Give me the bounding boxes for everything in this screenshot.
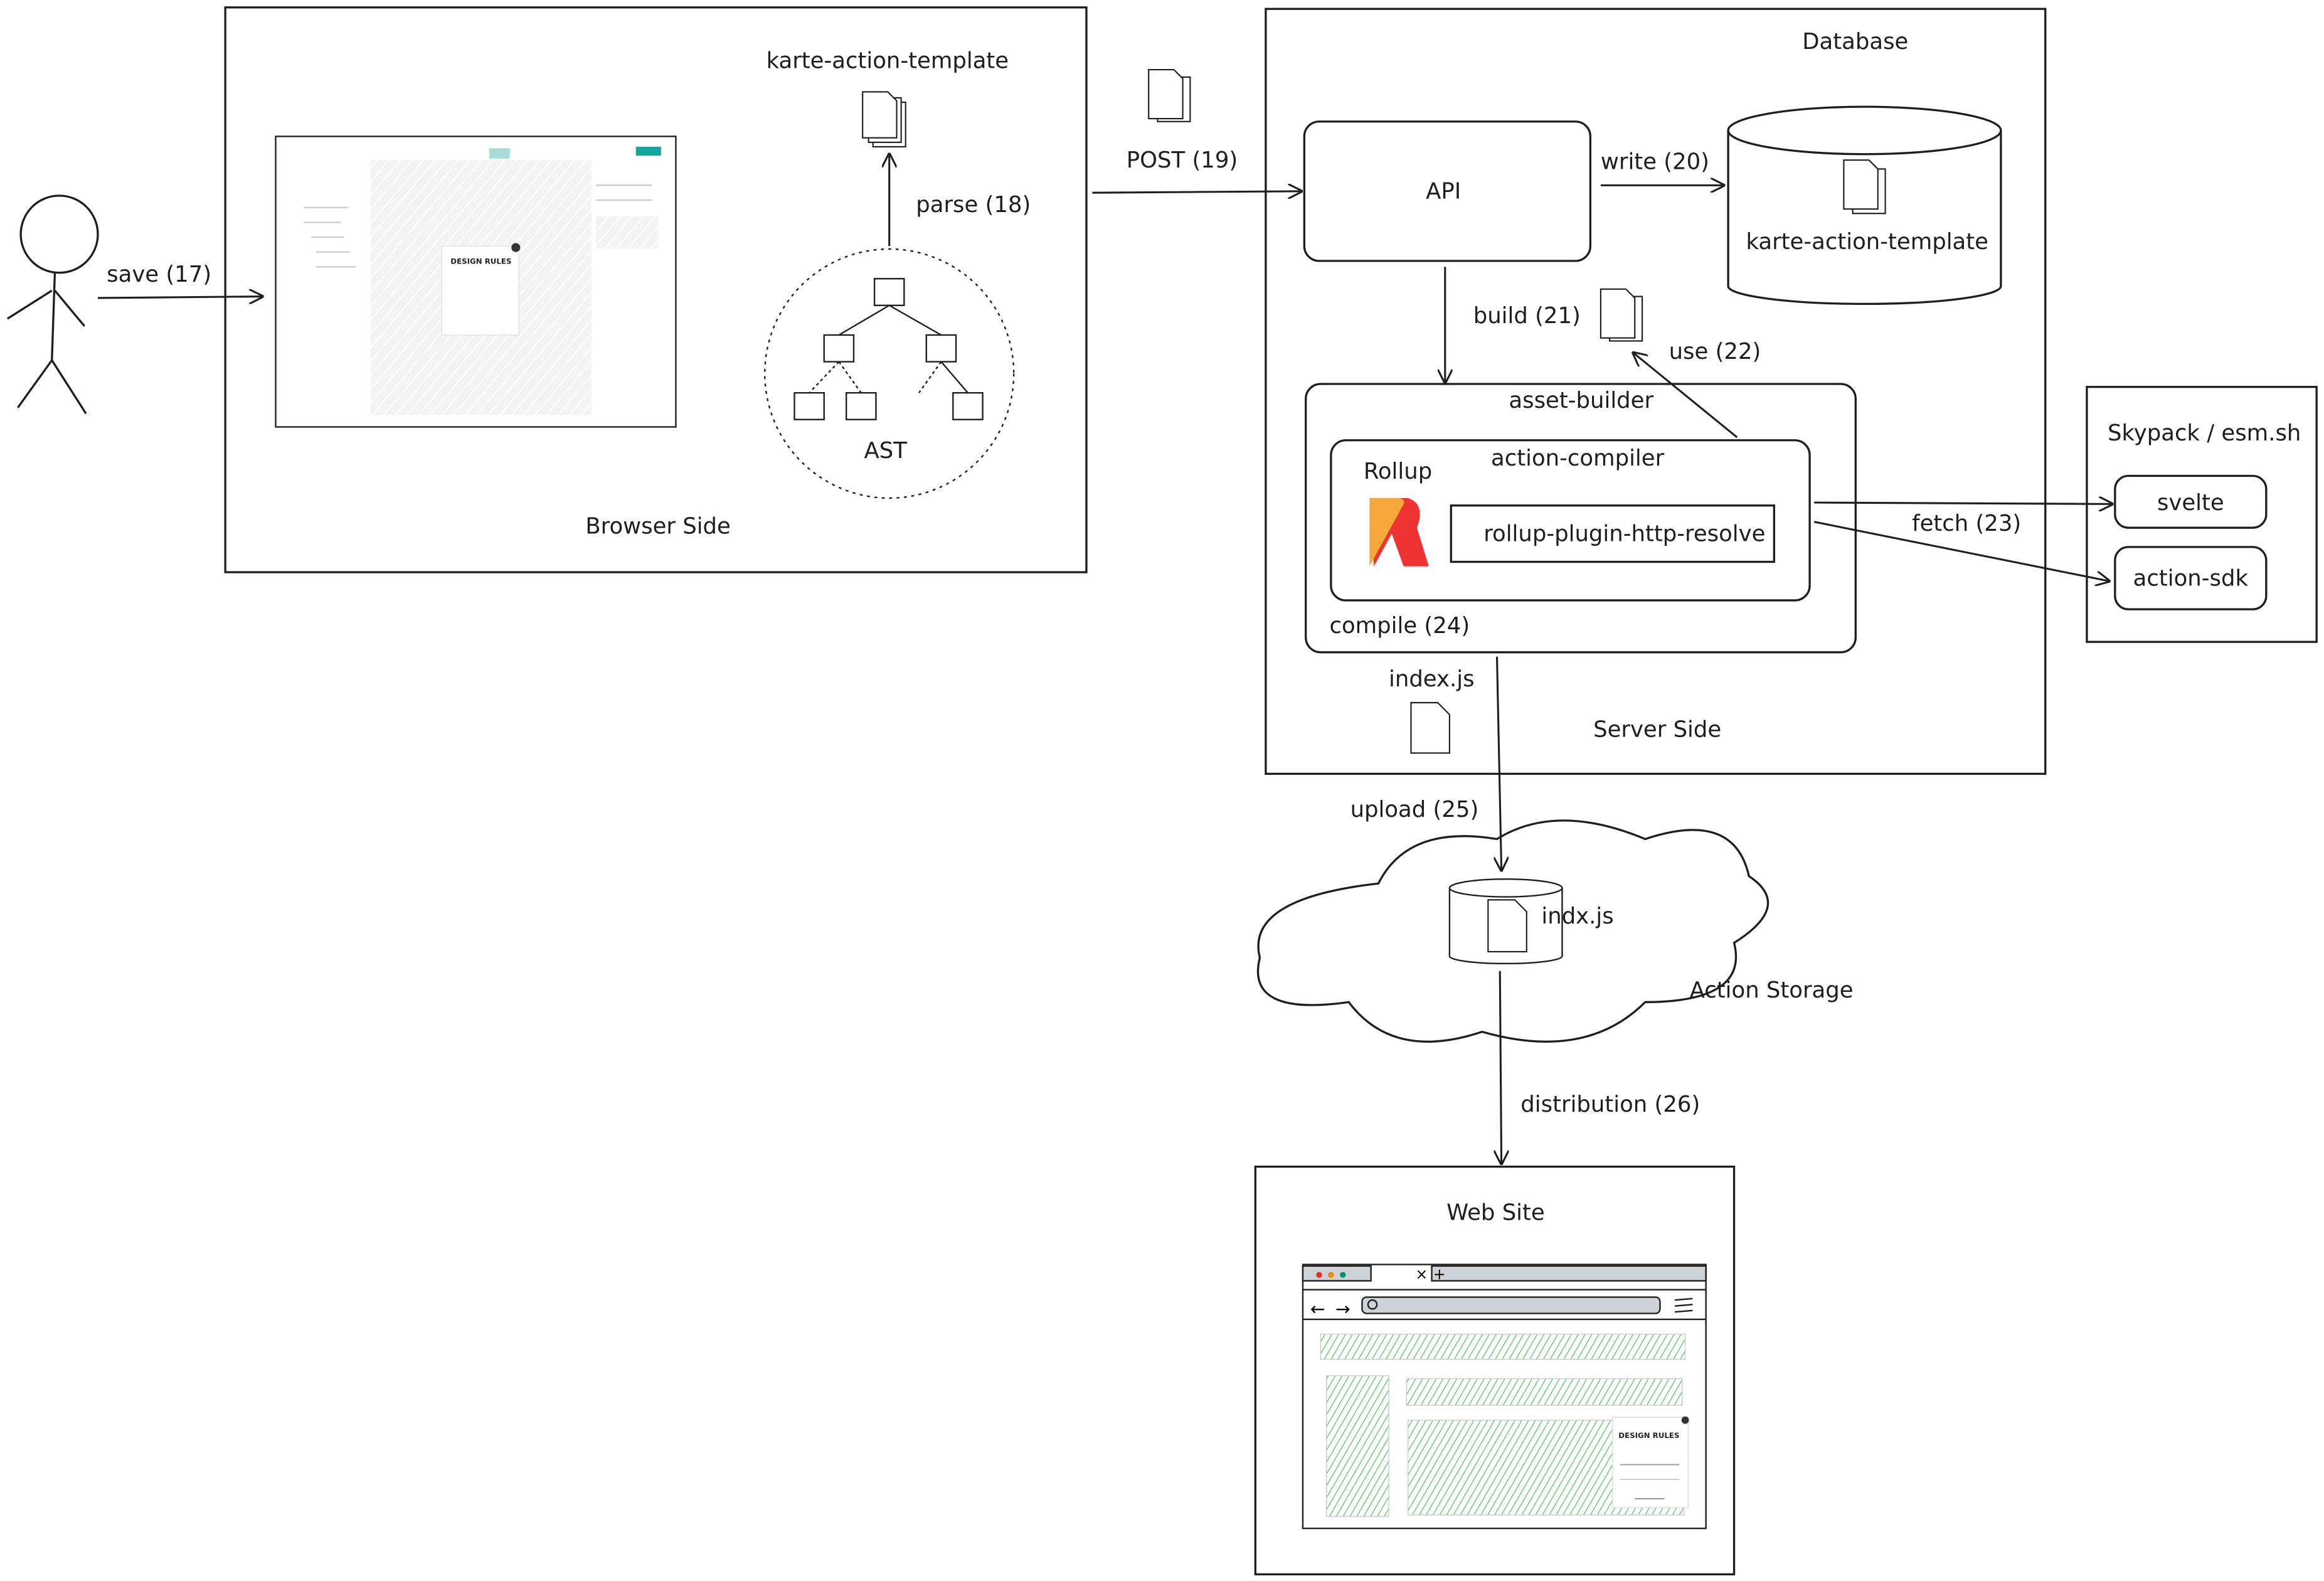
package-action-sdk [2114,546,2268,610]
package-svelte [2114,474,2268,529]
address-bar [1361,1296,1661,1314]
website-label: Web Site [1446,1200,1545,1226]
template-label: karte-action-template [767,48,1009,74]
post-arrow [1092,191,1301,193]
package-svelte-label: svelte [2157,490,2224,516]
fetch-svelte-arrow [1814,503,2112,504]
forward-arrow-icon: → [1335,1299,1350,1319]
action-compiler-box [1330,439,1811,602]
asset-builder-box [1305,383,1857,654]
upload-label: upload (25) [1350,797,1479,822]
post-label: POST (19) [1127,147,1238,173]
website-container [1254,1165,1736,1576]
build-documents-icon [1600,288,1643,342]
save-label: save (17) [107,262,211,287]
http-resolve-plugin-box [1450,504,1776,563]
package-action-sdk-label: action-sdk [2133,565,2249,591]
fetch-sdk-arrow [1813,521,2109,582]
storage-label: Action Storage [1690,977,1854,1003]
content-block-sidebar [1326,1375,1389,1517]
upload-arrow [1497,656,1502,870]
menu-icon [1674,1297,1693,1313]
index-js-label: index.js [1389,666,1475,692]
new-tab-icon: + [1433,1265,1446,1283]
search-icon [1367,1299,1378,1310]
editor-preview-headline: DESIGN RULES [450,257,511,266]
ast-label: AST [864,438,908,464]
storage-cylinder [1448,878,1563,965]
content-block-top [1406,1378,1683,1406]
parse-label: parse (18) [916,192,1031,218]
tab-close-icon: × [1416,1265,1428,1283]
browser-side-label: Browser Side [585,514,731,540]
browser-window-mockup: × + ← → DESIGN RULES [1302,1264,1707,1530]
api-box [1303,120,1592,262]
rollup-logo-icon [1369,498,1429,567]
rollup-label: Rollup [1364,459,1432,484]
cdn-label: Skypack / esm.sh [2108,420,2301,446]
back-arrow-icon: ← [1310,1299,1325,1319]
api-label: API [1426,179,1461,205]
post-documents-icon [1148,68,1191,122]
storage-file-icon [1487,899,1527,953]
editor-screenshot: DESIGN RULES [275,136,677,428]
popup-headline: DESIGN RULES [1618,1431,1679,1440]
fetch-label: fetch (23) [1912,511,2021,536]
storage-cloud [1256,819,1770,1043]
db-template-documents-icon [1843,159,1886,215]
db-item-label: karte-action-template [1746,229,1988,255]
server-side-label: Server Side [1593,716,1721,742]
plugin-label: rollup-plugin-http-resolve [1483,521,1765,546]
storage-file-label: indx.js [1541,903,1613,929]
compile-label: compile (24) [1330,613,1470,639]
write-label: write (20) [1601,149,1709,174]
database-cylinder [1727,105,2002,306]
asset-builder-label: asset-builder [1509,388,1653,413]
user-actor-icon [6,194,99,415]
content-block-header [1320,1333,1686,1360]
cdn-container [2086,386,2318,643]
browser-side-container [224,6,1088,573]
build-label: build (21) [1473,303,1581,329]
server-side-container [1265,8,2047,775]
use-label: use (22) [1669,339,1761,365]
ast-tree-icon [764,248,1015,499]
distribution-arrow [1500,971,1501,1164]
save-arrow [97,297,262,298]
database-label: Database [1802,29,1908,55]
index-js-file-icon [1410,701,1450,754]
popup-close-icon[interactable] [1681,1416,1689,1424]
template-documents-icon [862,91,906,147]
action-compiler-label: action-compiler [1491,445,1665,471]
distribution-label: distribution (26) [1520,1092,1700,1117]
action-popup: DESIGN RULES [1612,1416,1689,1508]
use-arrow [1633,353,1738,439]
